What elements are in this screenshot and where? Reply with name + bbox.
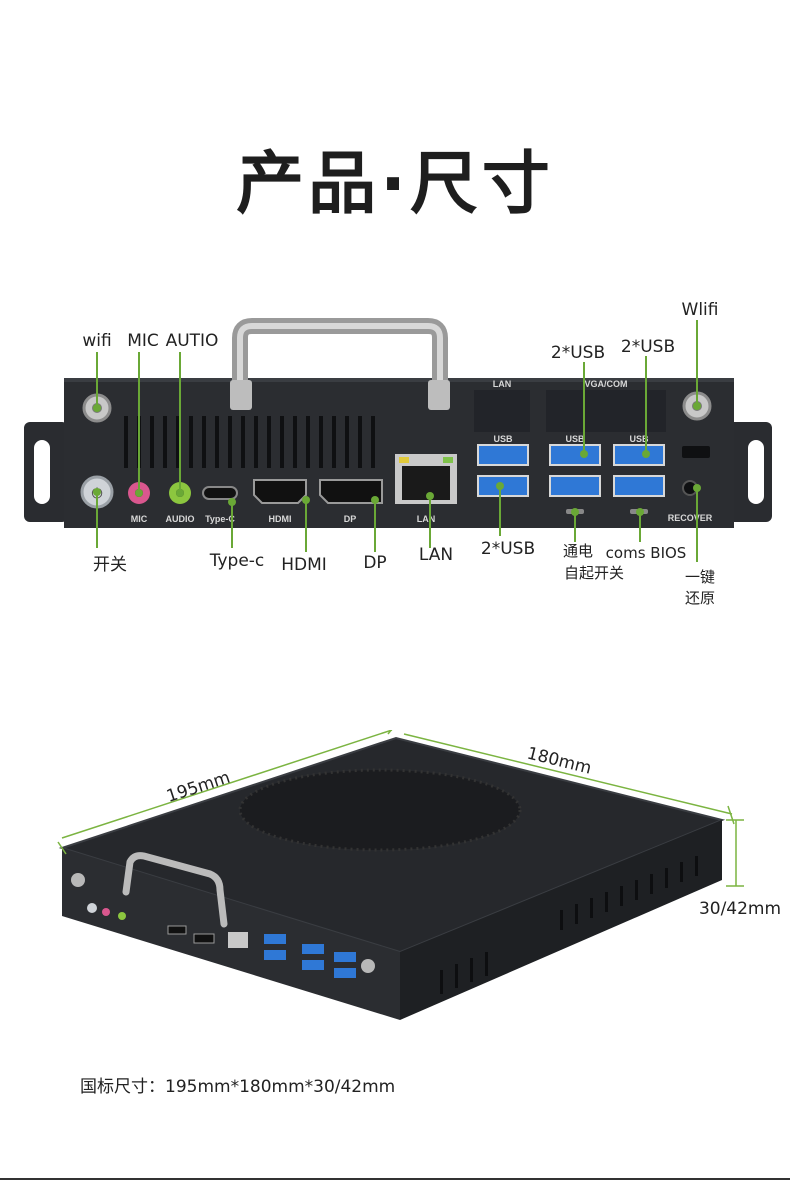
label-recover-1: 一键 <box>685 568 715 586</box>
usb-print-3: USB <box>629 434 649 444</box>
isometric-view: 195mm 180mm 30/42mm <box>57 730 781 1020</box>
mic-print: MIC <box>131 514 148 524</box>
vent-slots <box>124 416 375 468</box>
label-cmos: coms BIOS <box>606 544 687 562</box>
label-recover-2: 还原 <box>685 589 715 607</box>
label-power-on-1: 通电 <box>563 542 593 560</box>
label-hdmi: HDMI <box>281 555 327 575</box>
label-dp: DP <box>363 553 386 573</box>
dimension-lines <box>57 730 744 887</box>
standard-size-note: 国标尺寸：195mm*180mm*30/42mm <box>80 1077 396 1097</box>
handle <box>230 318 450 410</box>
lan-print: LAN <box>417 514 436 524</box>
usb-port[interactable] <box>549 475 601 497</box>
lan-knockout <box>474 390 530 432</box>
usb-print-2: USB <box>565 434 585 444</box>
recover-print: RECOVER <box>668 513 713 523</box>
usb-column-2: USB <box>549 434 601 514</box>
dp-print: DP <box>344 514 357 524</box>
callouts <box>93 320 701 562</box>
typec-print: Type-C <box>205 514 235 524</box>
top-vent <box>238 768 522 852</box>
right-bracket <box>728 422 772 522</box>
hdmi-port[interactable] <box>253 479 307 504</box>
label-power-on-2: 自起开关 <box>564 564 624 582</box>
usb-port[interactable] <box>613 475 665 497</box>
front-panel-diagram: ⏻ MIC AUDIO Type-C HDMI DP LAN LAN VGA/C… <box>24 300 772 607</box>
usb-port[interactable] <box>613 444 665 466</box>
lan-top-print: LAN <box>493 379 512 389</box>
dp-port[interactable] <box>319 479 383 504</box>
label-typec: Type-c <box>209 551 265 571</box>
usb-port[interactable] <box>477 444 529 466</box>
dim-height: 30/42mm <box>699 899 781 919</box>
usb-port[interactable] <box>549 444 601 466</box>
lan-port[interactable] <box>395 454 457 504</box>
vga-print: VGA/COM <box>584 379 627 389</box>
label-usb-top-1: 2*USB <box>551 343 605 363</box>
usb-column-3: USB <box>613 434 665 514</box>
label-wifi-left: wifi <box>82 331 111 351</box>
lock-slot <box>682 446 710 458</box>
typec-port[interactable] <box>202 486 238 500</box>
hdmi-print: HDMI <box>269 514 292 524</box>
label-lan: LAN <box>419 545 453 565</box>
label-wifi-right: Wlifi <box>682 300 719 320</box>
label-usb-bottom: 2*USB <box>481 539 535 559</box>
page-title: 产品·尺寸 <box>236 145 554 224</box>
usb-print-1: USB <box>493 434 513 444</box>
label-audio: AUTIO <box>166 331 219 351</box>
bottom-divider <box>0 1178 790 1180</box>
label-power: 开关 <box>93 555 127 575</box>
label-usb-top-2: 2*USB <box>621 337 675 357</box>
label-mic: MIC <box>127 331 159 351</box>
audio-print: AUDIO <box>166 514 195 524</box>
left-bracket <box>24 422 68 522</box>
vga-knockout <box>546 390 666 432</box>
iso-handle <box>122 852 228 928</box>
